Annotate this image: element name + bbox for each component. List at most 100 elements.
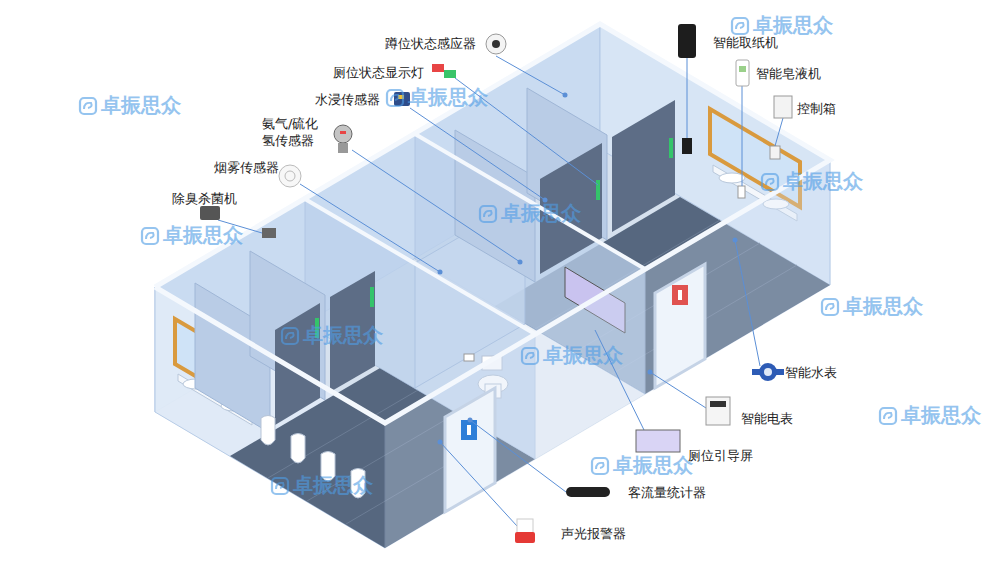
leader-line <box>742 86 743 186</box>
status-light <box>370 287 374 307</box>
alarm-icon-top <box>517 519 533 534</box>
callout-label: 蹲位状态感应器 <box>385 35 476 52</box>
sink <box>719 173 745 183</box>
leader-line <box>496 56 565 95</box>
urinal <box>261 416 275 446</box>
leader-line <box>470 420 566 492</box>
watermark-logo-swirl <box>766 178 774 184</box>
counter-icon <box>566 487 610 497</box>
watermark: 卓振思众 <box>280 322 383 349</box>
watermark-logo-frame <box>80 98 96 114</box>
watermark-logo-frame <box>880 408 896 424</box>
watermark-logo-swirl <box>826 303 834 309</box>
callout-label: 智能皂液机 <box>756 65 821 82</box>
watermark-logo <box>730 16 750 36</box>
watermark-logo-frame <box>592 458 608 474</box>
watermark: 卓振思众 <box>78 92 181 119</box>
leader-end <box>438 440 443 445</box>
deodorizer-icon <box>200 206 220 220</box>
watermark-text: 卓振思众 <box>293 472 373 499</box>
callout-label: 除臭杀菌机 <box>172 190 237 207</box>
gas-sensor-mark <box>340 131 346 134</box>
control-box-icon <box>774 96 792 118</box>
leader-line <box>440 442 517 526</box>
front-wall <box>385 160 830 548</box>
watermark: 卓振思众 <box>385 84 488 111</box>
paper-machine-icon <box>678 24 696 58</box>
leader-end <box>648 370 653 375</box>
deodorizer-device <box>262 228 276 238</box>
status-light <box>669 138 673 158</box>
watermark-logo <box>140 226 160 246</box>
watermark: 卓振思众 <box>520 342 623 369</box>
watermark-logo <box>878 406 898 426</box>
watermark: 卓振思众 <box>140 222 243 249</box>
wall-top <box>305 199 535 334</box>
wall-top <box>415 134 645 269</box>
watermark-logo <box>270 476 290 496</box>
gas-sensor-body <box>338 143 348 153</box>
women-sign <box>672 285 688 305</box>
watermark: 卓振思众 <box>270 472 373 499</box>
watermark-logo-frame <box>387 90 403 106</box>
watermark-logo <box>78 96 98 116</box>
soap-machine-icon <box>736 60 749 86</box>
watermark-logo <box>520 346 540 366</box>
water-meter-dial <box>764 368 772 376</box>
watermark-logo-frame <box>732 18 748 34</box>
watermark-text: 卓振思众 <box>783 168 863 195</box>
watermark-text: 卓振思众 <box>613 452 693 479</box>
watermark-logo-swirl <box>391 94 399 100</box>
watermark-logo-swirl <box>884 412 892 418</box>
watermark: 卓振思众 <box>820 293 923 320</box>
leader-ends <box>438 93 738 445</box>
leader-line <box>735 240 760 366</box>
leader-line <box>687 58 688 138</box>
status-lamp-red <box>432 64 444 72</box>
watermark-logo <box>280 326 300 346</box>
callout-label: 厕位状态显示灯 <box>333 64 424 81</box>
water-meter-pipe <box>752 369 784 375</box>
callout-label: 客流量统计器 <box>628 484 706 501</box>
smoke-sensor-icon <box>279 165 301 187</box>
squat-sensor-lens <box>492 40 500 48</box>
watermark-logo-frame <box>480 206 496 222</box>
squat-sensor-icon <box>486 34 506 54</box>
watermark: 卓振思众 <box>590 452 693 479</box>
paper-device <box>682 138 692 154</box>
watermark-logo-swirl <box>526 352 534 358</box>
watermark-text: 卓振思众 <box>843 293 923 320</box>
water-meter-icon <box>759 363 777 381</box>
watermark-text: 卓振思众 <box>163 222 243 249</box>
leader-line <box>300 184 440 272</box>
soap-machine-window <box>739 66 746 72</box>
callout-label: 控制箱 <box>797 100 836 117</box>
watermark-logo-frame <box>762 174 778 190</box>
wall-top <box>155 24 830 423</box>
soap-device <box>738 186 745 198</box>
urinal <box>291 434 305 464</box>
smoke-sensor-ring <box>285 171 295 181</box>
watermark-logo <box>590 456 610 476</box>
watermark-logo-swirl <box>276 482 284 488</box>
watermark-logo-swirl <box>736 22 744 28</box>
watermark-text: 卓振思众 <box>901 402 981 429</box>
watermark-logo-frame <box>272 478 288 494</box>
watermark-logo-swirl <box>484 210 492 216</box>
watermark-text: 卓振思众 <box>501 200 581 227</box>
leader-line <box>650 372 706 408</box>
leader-end <box>438 270 443 275</box>
watermark-logo-swirl <box>596 462 604 468</box>
electric-meter-display <box>710 401 726 407</box>
watermark-logo <box>760 172 780 192</box>
watermark-text: 卓振思众 <box>753 12 833 39</box>
watermark-logo-swirl <box>146 232 154 238</box>
electric-meter-icon <box>706 397 730 425</box>
watermark-logo-frame <box>822 299 838 315</box>
watermark: 卓振思众 <box>878 402 981 429</box>
guide-screen-icon <box>636 430 680 452</box>
callout-label: 氨气/硫化 氢传感器 <box>262 115 332 149</box>
alarm-icon-light <box>515 532 535 543</box>
watermark-logo-frame <box>522 348 538 364</box>
